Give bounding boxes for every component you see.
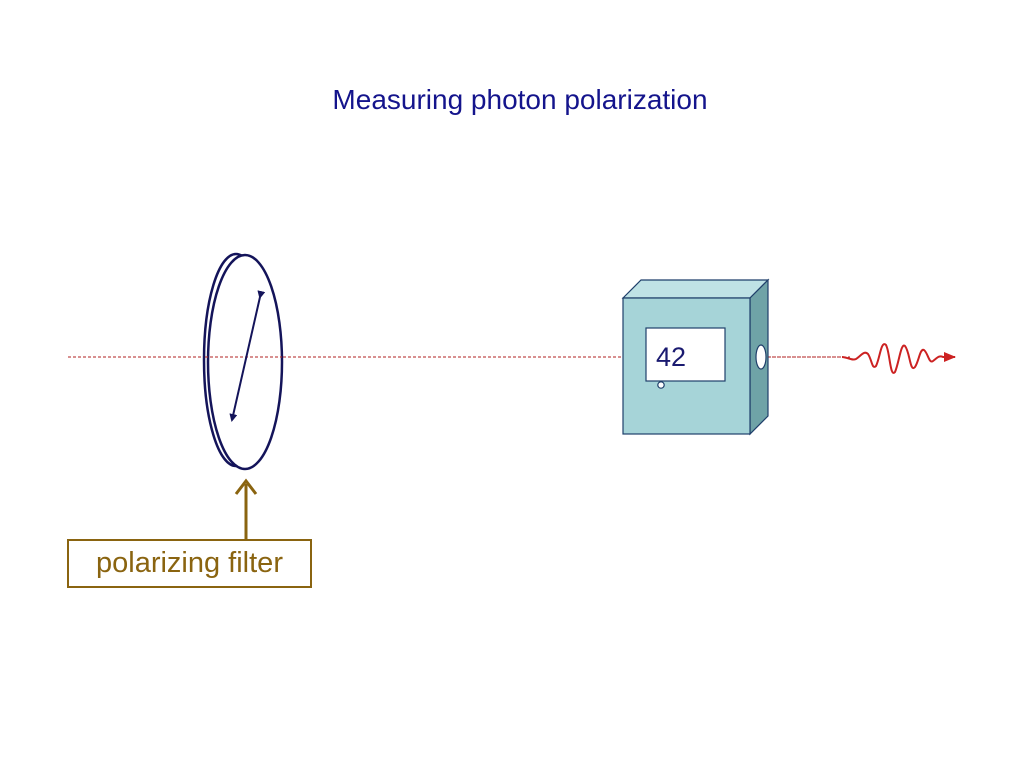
slide-title: Measuring photon polarization	[332, 84, 708, 115]
counter-value: 42	[656, 342, 686, 372]
photon-wave-icon	[841, 343, 956, 374]
label-pointer-arrow	[234, 478, 258, 540]
detector-aperture	[755, 344, 767, 370]
detector-indicator-light	[657, 381, 665, 389]
counter-display	[645, 327, 726, 382]
photon-detector-icon: 42	[621, 278, 770, 436]
filter-label-text: polarizing filter	[96, 547, 283, 579]
polarizing-filter-icon	[202, 252, 284, 471]
polarization-axis-arrow-icon	[229, 290, 266, 422]
filter-label: polarizing filter	[67, 539, 312, 588]
